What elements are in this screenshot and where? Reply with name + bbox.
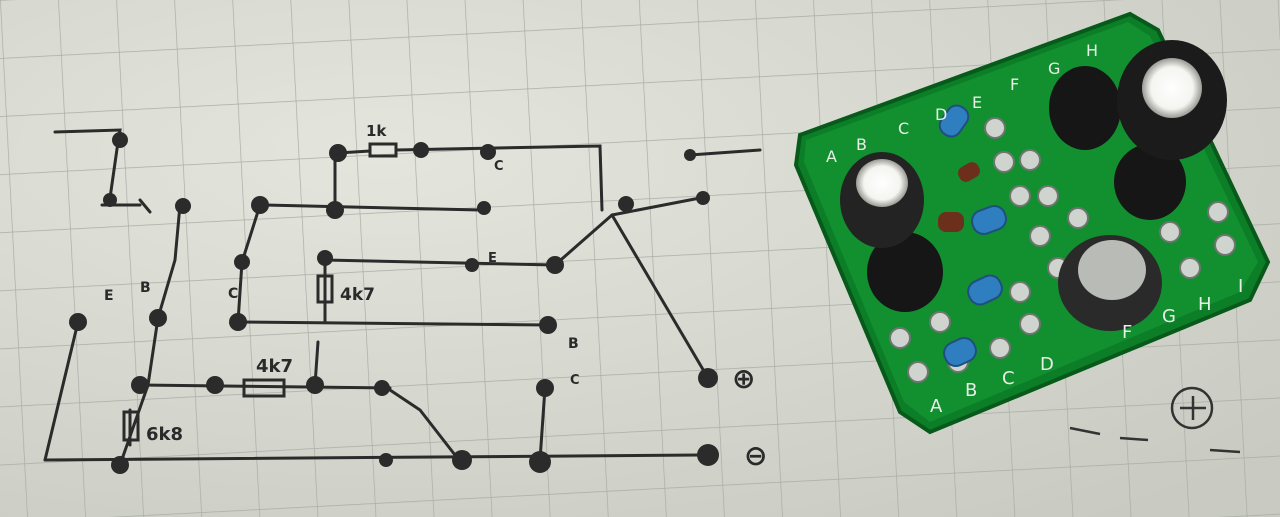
- plus-terminal-label: ⊕: [732, 362, 755, 395]
- silk-a-bottom: A: [930, 396, 943, 417]
- label-e-mid: E: [488, 251, 497, 266]
- silk-e-top: E: [972, 93, 982, 112]
- silk-g-top: G: [1048, 59, 1060, 78]
- transistors: [867, 66, 1186, 312]
- label-b-mid: B: [568, 336, 579, 352]
- silk-b-bottom: B: [965, 380, 977, 401]
- circuit-board: A B C D F G H I A B C D E F G H: [793, 11, 1271, 435]
- silk-d-top: D: [935, 105, 947, 124]
- minus-terminal-label: ⊖: [744, 439, 767, 472]
- silk-c-bottom: C: [1002, 368, 1015, 389]
- label-c-low: C: [570, 373, 580, 388]
- pencil-marks: [1069, 386, 1241, 454]
- label-4k7-horizontal: 4k7: [256, 356, 293, 377]
- label-c-left: C: [228, 286, 238, 302]
- schematic-nodes: [69, 132, 719, 474]
- label-4k7-vertical: 4k7: [340, 285, 375, 305]
- silk-f-top: F: [1010, 75, 1019, 94]
- brown-components: [938, 162, 980, 232]
- silk-a-top: A: [826, 147, 837, 166]
- electrolytic-capacitors: [840, 40, 1227, 331]
- silk-f-bottom: F: [1122, 322, 1132, 343]
- silk-g-bottom: G: [1162, 306, 1176, 327]
- silk-h-bottom: H: [1198, 294, 1212, 315]
- label-e-left: E: [104, 288, 114, 304]
- label-c-top: C: [494, 159, 504, 174]
- silk-d-bottom: D: [1040, 354, 1054, 375]
- label-b-left: B: [140, 280, 151, 296]
- silk-b-top: B: [856, 135, 867, 154]
- silk-i-bottom: I: [1238, 276, 1243, 297]
- silk-c-top: C: [898, 119, 909, 138]
- label-1k: 1k: [366, 122, 387, 140]
- silk-h-top: H: [1086, 41, 1098, 60]
- blue-resistors: [938, 104, 1007, 368]
- label-6k8: 6k8: [146, 424, 183, 445]
